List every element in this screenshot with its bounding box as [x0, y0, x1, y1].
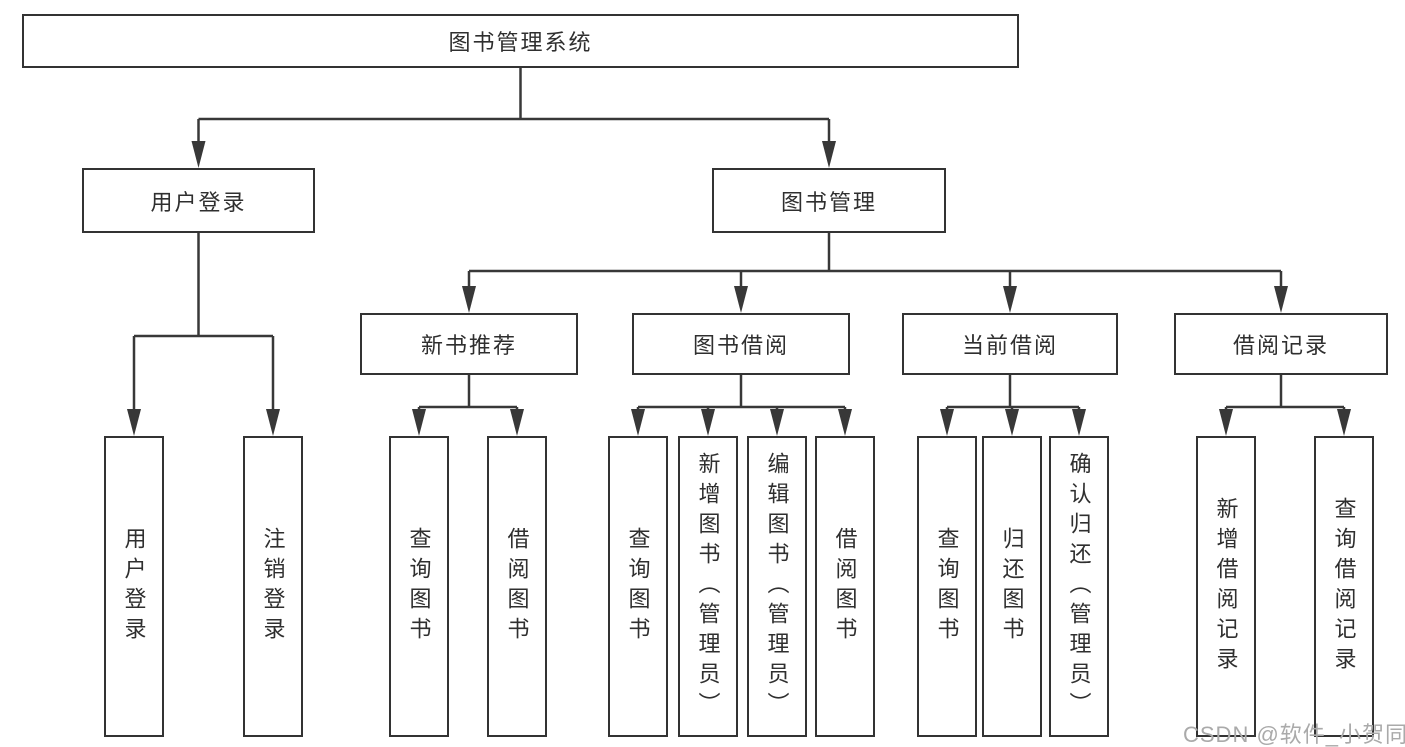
node-label: 查询借阅记录 [1331, 496, 1357, 677]
leaf-query-books-recommend: 查询图书 [389, 436, 449, 737]
node-label: 用户登录 [150, 189, 247, 215]
leaf-return-books: 归还图书 [982, 436, 1042, 737]
node-user-login: 用户登录 [82, 168, 315, 233]
node-label: 图书管理系统 [448, 30, 593, 55]
leaf-user-login: 用户登录 [104, 436, 164, 737]
node-library-management-system: 图书管理系统 [22, 14, 1019, 68]
node-label: 查询图书 [625, 526, 651, 647]
leaf-query-books-current: 查询图书 [917, 436, 977, 737]
leaf-confirm-return-admin: 确认归还（管理员） [1049, 436, 1109, 737]
leaf-add-borrow-record: 新增借阅记录 [1196, 436, 1256, 737]
node-new-book-recommendation: 新书推荐 [360, 313, 578, 375]
node-label: 新增借阅记录 [1213, 496, 1239, 677]
leaf-query-books-borrow: 查询图书 [608, 436, 668, 737]
node-label: 注销登录 [260, 526, 286, 647]
node-label: 新增图书（管理员） [695, 451, 721, 722]
leaf-edit-book-admin: 编辑图书（管理员） [747, 436, 807, 737]
node-label: 当前借阅 [961, 333, 1058, 358]
node-label: 借阅图书 [832, 526, 858, 647]
node-label: 图书管理 [780, 189, 877, 215]
node-current-borrowing: 当前借阅 [902, 313, 1118, 375]
node-label: 归还图书 [999, 526, 1025, 647]
leaf-borrow-books-recommend: 借阅图书 [487, 436, 547, 737]
node-label: 图书借阅 [692, 333, 789, 358]
node-label: 借阅记录 [1232, 333, 1329, 358]
node-label: 确认归还（管理员） [1066, 451, 1092, 722]
node-label: 查询图书 [934, 526, 960, 647]
node-label: 用户登录 [121, 526, 147, 647]
connector-arrowheads [127, 141, 1351, 436]
node-label: 借阅图书 [504, 526, 530, 647]
node-label: 查询图书 [406, 526, 432, 647]
leaf-logout: 注销登录 [243, 436, 303, 737]
node-borrowing-records: 借阅记录 [1174, 313, 1388, 375]
leaf-add-book-admin: 新增图书（管理员） [678, 436, 738, 737]
node-book-borrowing: 图书借阅 [632, 313, 850, 375]
node-book-management: 图书管理 [712, 168, 946, 233]
watermark: CSDN @软件_小贺同学 [1183, 722, 1405, 747]
node-label: 编辑图书（管理员） [764, 451, 790, 722]
leaf-borrow-books: 借阅图书 [815, 436, 875, 737]
leaf-query-borrow-record: 查询借阅记录 [1314, 436, 1374, 737]
node-label: 新书推荐 [420, 333, 517, 358]
